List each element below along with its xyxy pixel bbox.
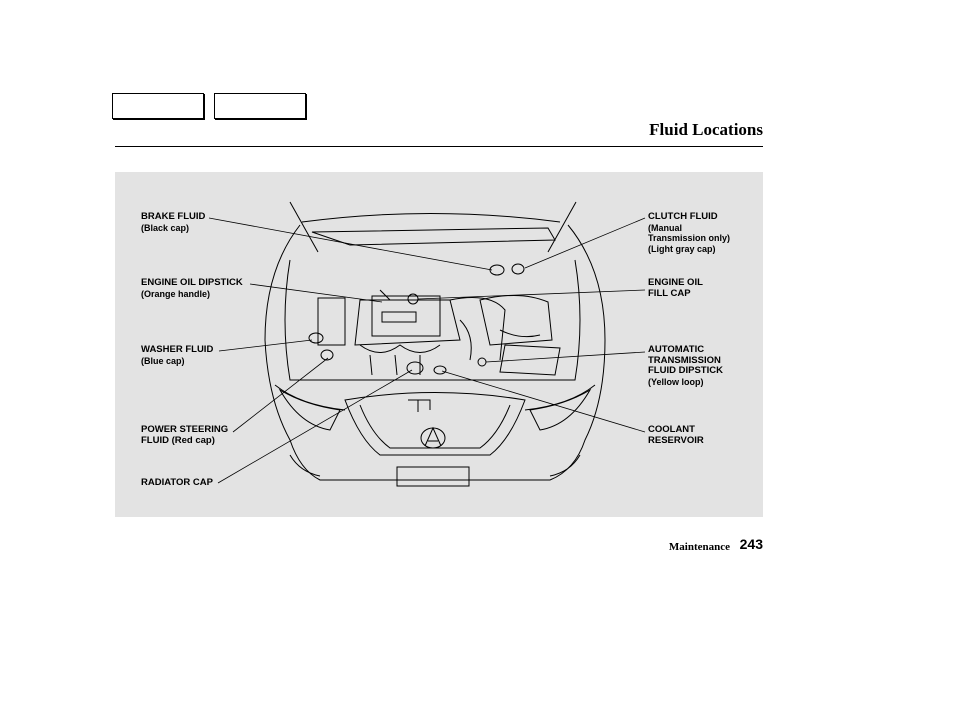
callout-brake-fluid: BRAKE FLUID (Black cap) bbox=[141, 211, 206, 233]
engine-oil-fill-line2: FILL CAP bbox=[648, 287, 691, 299]
coolant-line1: COOLANT bbox=[648, 424, 695, 435]
brake-fluid-label: BRAKE FLUID bbox=[141, 211, 206, 222]
page-number: 243 bbox=[739, 536, 763, 552]
page-title: Fluid Locations bbox=[649, 120, 763, 139]
callout-engine-oil-dipstick: ENGINE OIL DIPSTICK (Orange handle) bbox=[141, 277, 243, 299]
footer-section-label: Maintenance bbox=[668, 541, 730, 553]
atf-line1: AUTOMATIC bbox=[648, 344, 705, 355]
brake-fluid-sub: (Black cap) bbox=[141, 222, 190, 233]
clutch-fluid-label: CLUTCH FLUID bbox=[648, 211, 718, 222]
callout-radiator-cap: RADIATOR CAP bbox=[141, 477, 213, 489]
clutch-fluid-sub1: (Manual bbox=[648, 222, 683, 233]
atf-sub: (Yellow loop) bbox=[648, 376, 704, 387]
clutch-fluid-sub3: (Light gray cap) bbox=[648, 243, 716, 254]
engine-oil-dipstick-label: ENGINE OIL DIPSTICK bbox=[141, 277, 243, 288]
nav-button-1[interactable] bbox=[112, 93, 204, 119]
engine-oil-fill-line1: ENGINE OIL bbox=[648, 277, 703, 288]
power-steering-line1: POWER STEERING bbox=[141, 424, 229, 435]
callout-engine-oil-fill: ENGINE OIL FILL CAP bbox=[648, 277, 703, 299]
nav-button-2[interactable] bbox=[214, 93, 306, 119]
power-steering-line2: FLUID (Red cap) bbox=[141, 434, 215, 446]
radiator-cap-label: RADIATOR CAP bbox=[141, 477, 213, 488]
clutch-fluid-sub2: Transmission only) bbox=[648, 233, 731, 243]
washer-fluid-label: WASHER FLUID bbox=[141, 344, 214, 355]
title-rule bbox=[115, 146, 763, 147]
callout-atf-dipstick: AUTOMATIC TRANSMISSION FLUID DIPSTICK (Y… bbox=[648, 344, 723, 387]
engine-oil-dipstick-sub: (Orange handle) bbox=[141, 288, 211, 299]
callout-washer-fluid: WASHER FLUID (Blue cap) bbox=[141, 344, 214, 366]
atf-line3: FLUID DIPSTICK bbox=[648, 365, 723, 376]
washer-fluid-sub: (Blue cap) bbox=[141, 355, 185, 366]
callout-coolant-reservoir: COOLANT RESERVOIR bbox=[648, 424, 704, 446]
callout-clutch-fluid: CLUTCH FLUID (Manual Transmission only) … bbox=[648, 211, 731, 254]
atf-line2: TRANSMISSION bbox=[648, 354, 721, 366]
coolant-line2: RESERVOIR bbox=[648, 434, 704, 446]
callout-power-steering: POWER STEERING FLUID (Red cap) bbox=[141, 424, 229, 446]
